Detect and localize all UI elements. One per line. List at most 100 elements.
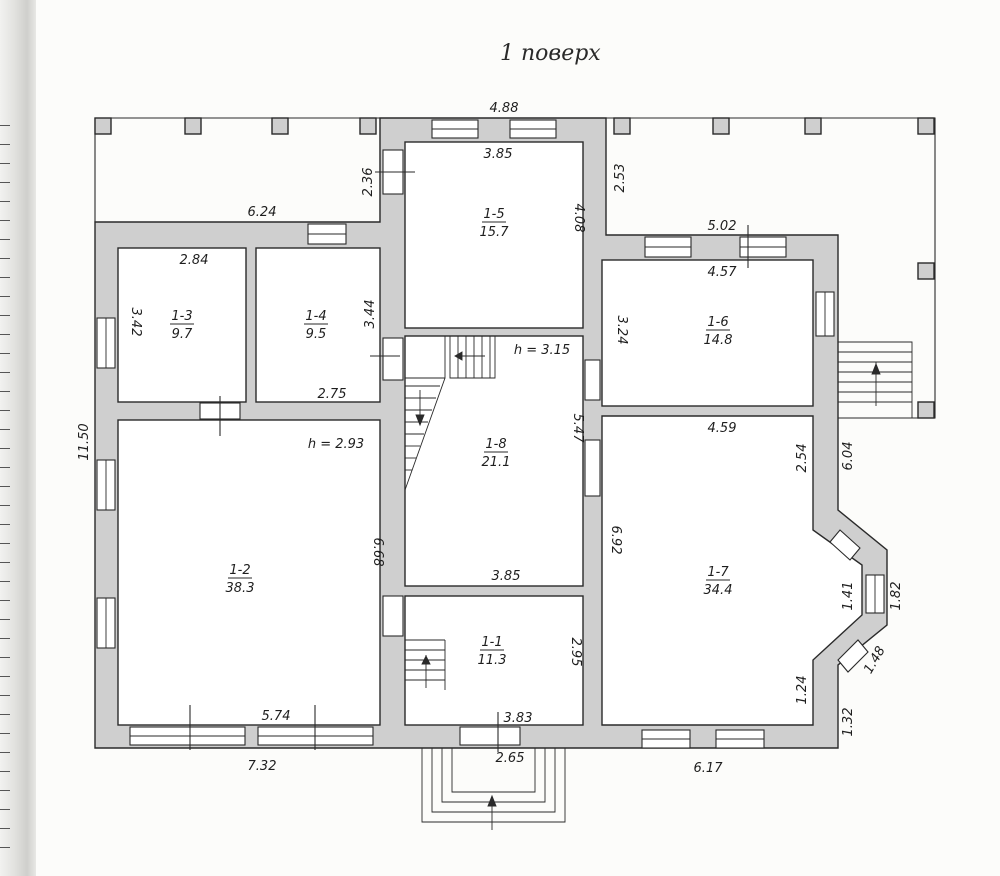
dim-room-1-3-width: 2.84 — [180, 253, 209, 268]
room-1-8-id: 1-8 — [485, 437, 506, 452]
dim-bottom-right-overall: 6.17 — [694, 761, 724, 776]
room-1-7 — [601, 415, 863, 726]
room-1-4-area: 9.5 — [306, 327, 327, 342]
binder-tick — [0, 809, 10, 810]
room-1-8-area: 21.1 — [482, 455, 511, 470]
room-1-6-id: 1-6 — [707, 315, 728, 330]
dim-room-1-7-left: 6.92 — [608, 526, 623, 555]
dim-room-1-5-width: 3.85 — [484, 147, 513, 162]
dim-bay-182: 1.82 — [889, 582, 904, 611]
binder-tick — [0, 144, 10, 145]
binder-tick — [0, 771, 10, 772]
binder-tick — [0, 429, 10, 430]
dim-overall-height: 11.50 — [77, 423, 92, 460]
dim-bay-124: 1.24 — [795, 676, 810, 705]
binder-tick — [0, 201, 10, 202]
room-labels: 1-3 9.7 1-4 9.5 1-5 15.7 1-6 14.8 1-8 21… — [171, 207, 732, 668]
binder-tick — [0, 410, 10, 411]
binder-tick — [0, 543, 10, 544]
room-1-7-area: 34.4 — [704, 583, 733, 598]
interior-stairs — [404, 336, 496, 690]
dim-room-1-2-height: 6.68 — [370, 538, 385, 567]
dim-room-1-8-height: 5.47 — [570, 414, 585, 444]
binder-tick — [0, 277, 10, 278]
room-1-1-id: 1-1 — [481, 635, 502, 650]
binder-tick — [0, 296, 10, 297]
dim-room-1-6-height: 3.24 — [614, 316, 629, 345]
binder-tick — [0, 657, 10, 658]
dim-room-1-6-width: 4.57 — [708, 265, 738, 280]
binder-tick — [0, 847, 10, 848]
room-1-4 — [255, 247, 381, 403]
binder-tick — [0, 714, 10, 715]
binder-tick — [0, 752, 10, 753]
dim-room-1-7-upper: 2.54 — [795, 444, 810, 473]
dim-bay-141: 1.41 — [841, 582, 856, 611]
room-1-5-id: 1-5 — [483, 207, 504, 222]
dim-room-1-7-right: 6.04 — [841, 442, 856, 471]
binder-tick — [0, 448, 10, 449]
terrace-top-right — [606, 117, 936, 419]
dim-entry-width: 2.65 — [496, 751, 525, 766]
plan-title: 1 поверх — [500, 41, 601, 66]
binder-tick — [0, 391, 10, 392]
dimension-labels: 4.88 3.85 6.24 5.02 2.84 4.57 2.75 4.59 … — [180, 101, 738, 776]
room-label-underlines — [170, 221, 730, 651]
binder-tick — [0, 220, 10, 221]
dim-room-1-8-width: 3.85 — [492, 569, 521, 584]
binder-tick — [0, 638, 10, 639]
room-1-3-id: 1-3 — [171, 309, 192, 324]
binder-tick — [0, 372, 10, 373]
height-room-1-2: h = 2.93 — [308, 437, 364, 452]
dim-upper-left: 6.24 — [248, 205, 277, 220]
binder-tick — [0, 828, 10, 829]
binder-tick — [0, 125, 10, 126]
room-1-2-id: 1-2 — [229, 563, 250, 578]
doors — [189, 149, 749, 752]
binder-tick — [0, 182, 10, 183]
dim-right-wall-253: 2.53 — [613, 164, 628, 193]
room-1-1 — [404, 595, 584, 726]
dim-upper-right: 5.02 — [708, 219, 737, 234]
dim-bay-132: 1.32 — [841, 708, 856, 737]
height-stair: h = 3.15 — [514, 343, 570, 358]
binder-tick — [0, 581, 10, 582]
window-lines — [105, 128, 876, 740]
binder-tick — [0, 315, 10, 316]
dim-room-1-7-width: 4.59 — [708, 421, 737, 436]
dim-room-1-2-width: 5.74 — [262, 709, 291, 724]
binder-margin — [0, 0, 36, 876]
room-1-5-area: 15.7 — [480, 225, 510, 240]
dim-room-1-1-height: 2.95 — [568, 638, 583, 667]
room-1-5 — [404, 141, 584, 329]
room-1-2 — [117, 419, 381, 726]
dim-room-1-4-width: 2.75 — [318, 387, 347, 402]
binder-tick — [0, 733, 10, 734]
room-1-3-area: 9.7 — [172, 327, 193, 342]
binder-tick — [0, 562, 10, 563]
dim-room-1-3-height: 3.42 — [128, 308, 143, 337]
dim-room-1-1-width: 3.83 — [504, 711, 533, 726]
dim-room-1-4-height: 3.44 — [363, 300, 378, 329]
room-1-2-area: 38.3 — [226, 581, 255, 596]
binder-tick — [0, 486, 10, 487]
dim-top-corridor: 4.88 — [490, 101, 519, 116]
dimension-labels-vertical: 2.36 4.08 2.53 3.42 3.44 3.24 5.47 2.54 … — [77, 164, 904, 737]
binder-tick — [0, 676, 10, 677]
room-1-3 — [117, 247, 247, 403]
dim-room-1-5-height: 4.08 — [571, 204, 586, 233]
binder-tick — [0, 505, 10, 506]
entry-porch-steps — [421, 748, 566, 830]
binder-tick — [0, 790, 10, 791]
binder-tick — [0, 600, 10, 601]
dim-left-wall-236: 2.36 — [361, 168, 376, 197]
exterior-steps-right — [838, 341, 913, 418]
binder-tick — [0, 239, 10, 240]
binder-tick — [0, 619, 10, 620]
binder-tick — [0, 524, 10, 525]
room-1-4-id: 1-4 — [305, 309, 326, 324]
room-1-7-id: 1-7 — [707, 565, 729, 580]
room-1-6 — [601, 259, 814, 407]
binder-tick — [0, 258, 10, 259]
